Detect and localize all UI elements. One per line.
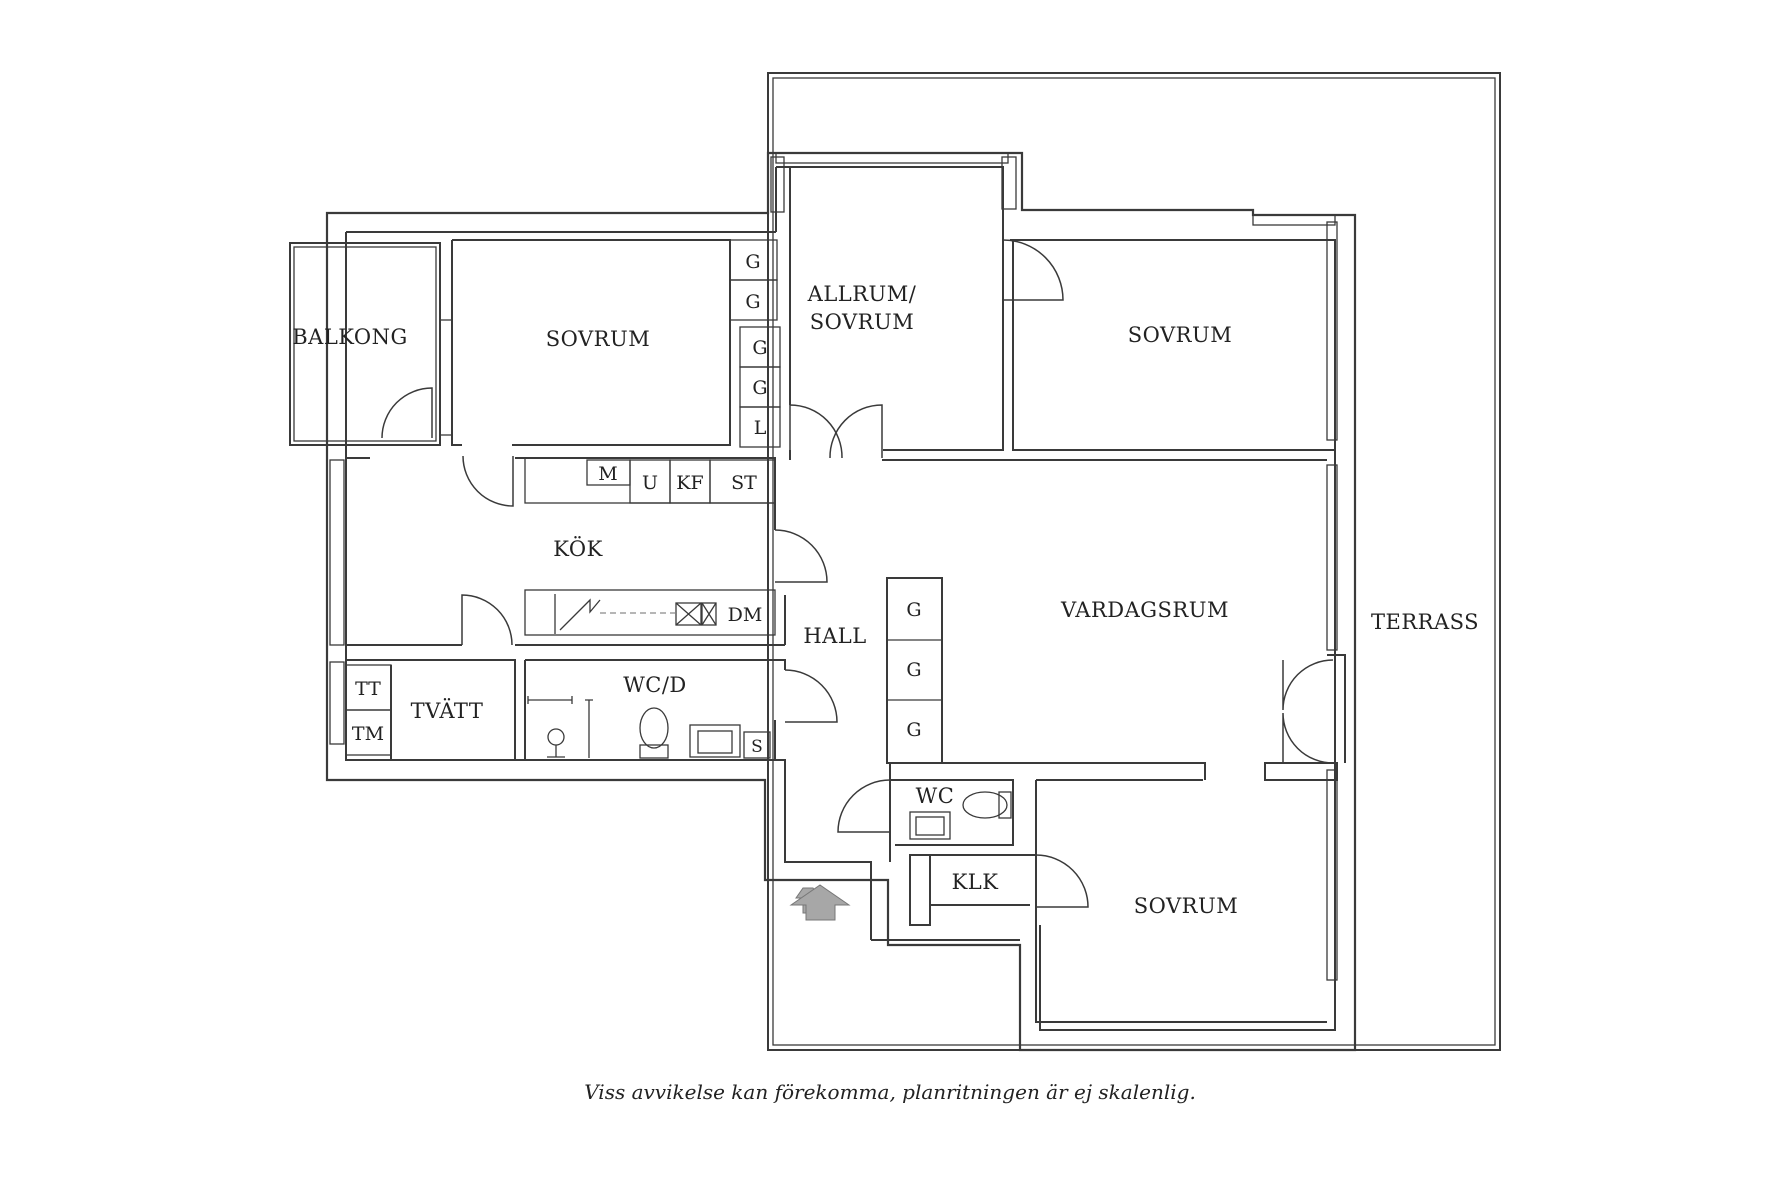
room-label-allrum-line1: ALLRUM/ (807, 282, 917, 306)
room-label-wcd: WC/D (623, 673, 687, 697)
entrance-arrow-head-icon (789, 884, 851, 921)
fixture-label-storage: ST (731, 472, 757, 494)
fixture-label-wardrobe: G (752, 377, 767, 399)
disclaimer-caption: Viss avvikelse kan förekomma, planritnin… (584, 1080, 1196, 1104)
room-label-wc: WC (916, 784, 955, 808)
fixture-label-wardrobe: G (745, 251, 760, 273)
fixture-label-dryer: TT (355, 678, 381, 700)
room-label-sovrum-right: SOVRUM (1128, 323, 1232, 347)
door-swings (461, 239, 1334, 908)
interior-walls (345, 167, 1346, 1023)
room-label-allrum-line2: SOVRUM (810, 310, 914, 334)
room-label-balkong: BALKONG (292, 325, 408, 349)
room-label-sovrum-left: SOVRUM (546, 327, 650, 351)
fixture-label-oven: U (642, 472, 658, 494)
outer-walls (325, 151, 1357, 1052)
room-label-tvatt: TVÄTT (411, 699, 484, 723)
fixture-label-linen: L (754, 417, 767, 439)
fixture-label-washer: TM (352, 723, 384, 745)
balcony: BALKONG (289, 242, 441, 446)
fixture-label-hall-wardrobe: G (906, 599, 921, 621)
room-label-vardagsrum: VARDAGSRUM (1060, 598, 1229, 622)
fixture-label-microwave: M (598, 463, 617, 485)
room-label-kok: KÖK (553, 536, 603, 561)
room-label-hall: HALL (803, 624, 866, 648)
room-label-sovrum-bottom: SOVRUM (1134, 894, 1238, 918)
fixture-label-dishwasher: DM (728, 604, 763, 626)
room-label-klk: KLK (952, 870, 999, 894)
fixture-label-hall-wardrobe: G (906, 719, 921, 741)
fixture-label-hall-wardrobe: G (906, 659, 921, 681)
fixture-label-wardrobe: G (752, 337, 767, 359)
fixture-label-fridge-freezer: KF (676, 472, 703, 494)
fixture-label-wardrobe: G (745, 291, 760, 313)
room-label-terrass: TERRASS (1371, 610, 1479, 634)
windows (329, 152, 1338, 981)
fixture-label-cabinet: S (751, 737, 763, 757)
